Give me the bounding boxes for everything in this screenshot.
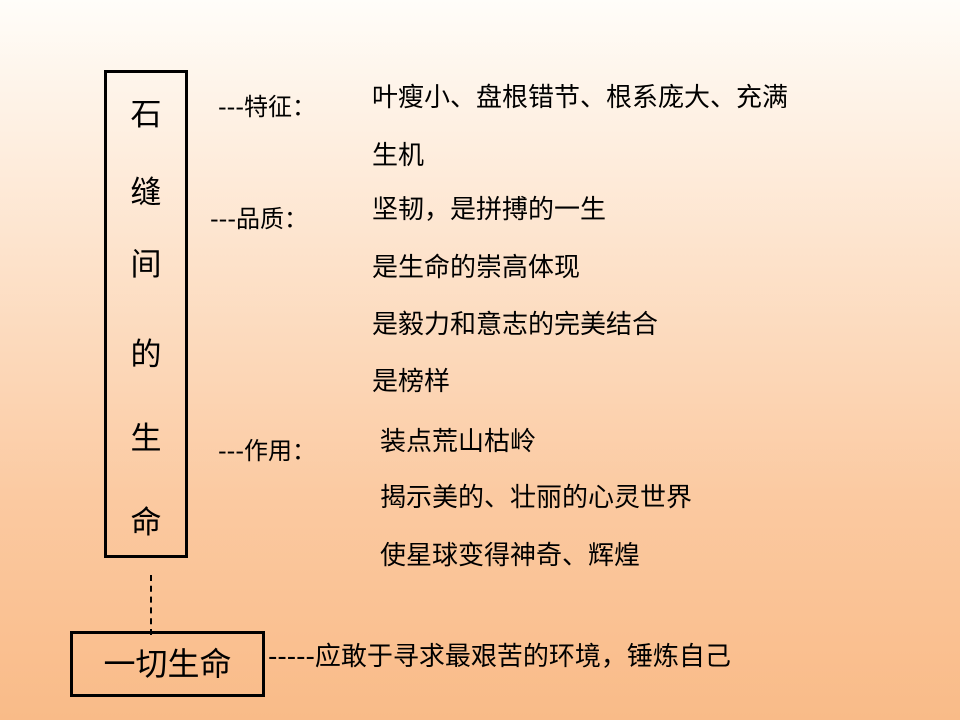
quality-line: 是毅力和意志的完美结合 [372,310,659,340]
dashed-connector [150,575,152,635]
quality-label: ---品质： [210,205,308,233]
title-char: 的 [130,337,162,373]
all-life-box: 一切生命 [70,631,265,697]
title-char: 生 [130,421,162,457]
title-char: 石 [130,97,162,133]
quality-line: 是榜样 [372,367,451,397]
quality-line: 坚韧，是拼搏的一生 [372,195,607,225]
features-line: 叶瘦小、盘根错节、根系庞大、充满 [372,83,789,113]
quality-line: 是生命的崇高体现 [372,253,581,283]
effect-line: 使星球变得神奇、辉煌 [380,541,641,571]
effect-line: 揭示美的、壮丽的心灵世界 [380,483,693,513]
title-char: 命 [130,505,162,541]
effect-line: 装点荒山枯岭 [380,427,537,457]
features-label: ---特征： [218,93,316,121]
title-box-vertical: 石 缝 间 的 生 命 [104,70,188,558]
title-char: 间 [130,247,162,283]
effect-label: ---作用： [218,437,316,465]
features-line: 生机 [372,141,425,171]
bottom-statement: -----应敢于寻求最艰苦的环境，锤炼自己 [268,642,731,672]
title-char: 缝 [130,175,162,211]
